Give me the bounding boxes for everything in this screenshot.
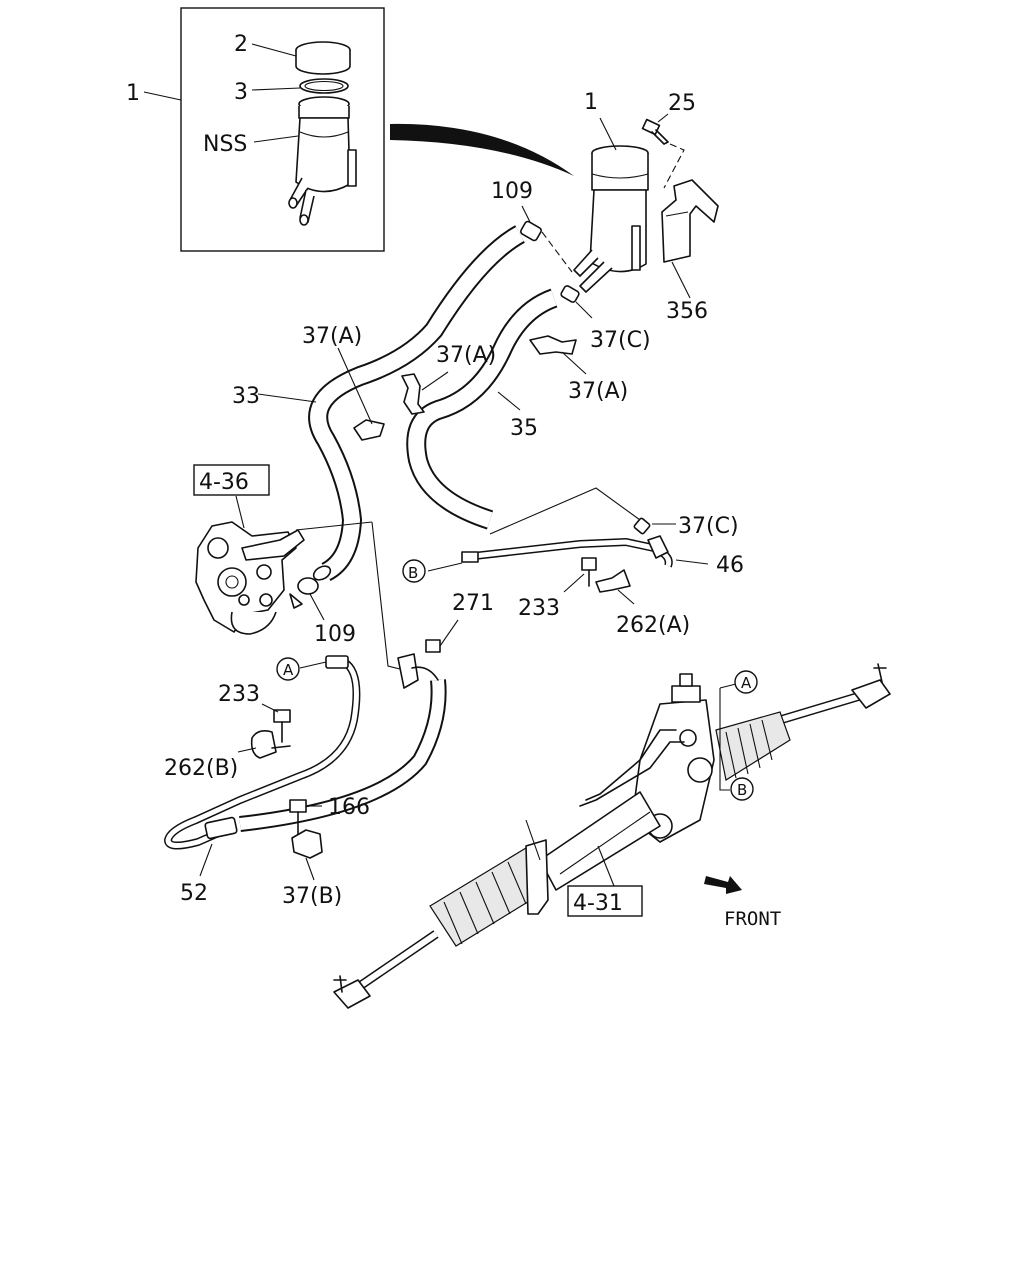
label-35: 35 (510, 416, 538, 441)
power-steering-pump (195, 495, 373, 635)
label-1-inset: 1 (126, 81, 140, 106)
label-109-top: 109 (491, 179, 533, 204)
bolt-233-left (261, 703, 291, 743)
clamp-37c-mid (633, 517, 676, 535)
label-3: 3 (234, 80, 248, 105)
label-271: 271 (452, 591, 494, 616)
bracket-356 (661, 179, 719, 299)
inset-frame (180, 7, 385, 252)
label-37a-right: 37(A) (568, 379, 628, 404)
reservoir-assembly (573, 117, 649, 293)
label-109-bottom: 109 (314, 622, 356, 647)
steering-rack (333, 663, 891, 1009)
reservoir-seal (299, 78, 349, 94)
clamp-37a-right (529, 335, 587, 375)
fitting-271 (397, 619, 459, 689)
clamp-109-bottom (289, 577, 325, 621)
hose-35 (406, 288, 558, 530)
label-52: 52 (180, 881, 208, 906)
ref-label-4-31: 4-31 (573, 891, 623, 916)
label-37a-top: 37(A) (302, 324, 362, 349)
label-2: 2 (234, 32, 248, 57)
pipe-46 (427, 535, 709, 572)
label-nss: NSS (203, 132, 247, 157)
label-233-mid: 233 (518, 596, 560, 621)
circle-label-a-right: A (741, 674, 752, 692)
label-262b: 262(B) (164, 756, 238, 781)
label-46: 46 (716, 553, 744, 578)
label-37c-top: 37(C) (590, 328, 651, 353)
label-33: 33 (232, 384, 260, 409)
clamp-262a (595, 569, 635, 605)
clamp-262b (237, 730, 291, 759)
ref-box-4-31[interactable] (567, 885, 643, 917)
circle-label-a-left: A (283, 661, 294, 679)
label-356: 356 (666, 299, 708, 324)
label-233-left: 233 (218, 682, 260, 707)
circle-label-b-right: B (737, 781, 747, 799)
clamp-37b (291, 829, 323, 881)
hose-52 (163, 655, 447, 877)
clamp-37a-left (337, 347, 385, 441)
label-37c-mid: 37(C) (678, 514, 739, 539)
front-arrow-icon (704, 876, 742, 894)
bolt-25 (641, 113, 685, 189)
bolt-233-mid (563, 557, 597, 593)
clamp-109-top (520, 205, 573, 273)
circle-a-left (276, 657, 300, 681)
label-37b: 37(B) (282, 884, 342, 909)
clamp-37c-top (560, 285, 593, 319)
label-front: FRONT (724, 908, 781, 930)
circle-a-right (734, 670, 758, 694)
reservoir-inset (143, 7, 385, 252)
hose-33 (257, 225, 526, 581)
circle-b-right (730, 777, 754, 801)
circle-b-left (402, 559, 426, 583)
circle-label-b-left: B (408, 564, 418, 582)
reference-arrow (390, 123, 574, 176)
label-25: 25 (668, 91, 696, 116)
label-1-reservoir: 1 (584, 90, 598, 115)
label-37a-mid: 37(A) (436, 343, 496, 368)
clamp-37a-mid (401, 371, 449, 415)
label-262a: 262(A) (616, 613, 690, 638)
ref-box-4-36[interactable] (193, 464, 270, 496)
label-166: 166 (328, 795, 370, 820)
reservoir-body-inset (288, 96, 357, 226)
ref-label-4-36: 4-36 (199, 470, 249, 495)
reservoir-cap (295, 41, 351, 75)
